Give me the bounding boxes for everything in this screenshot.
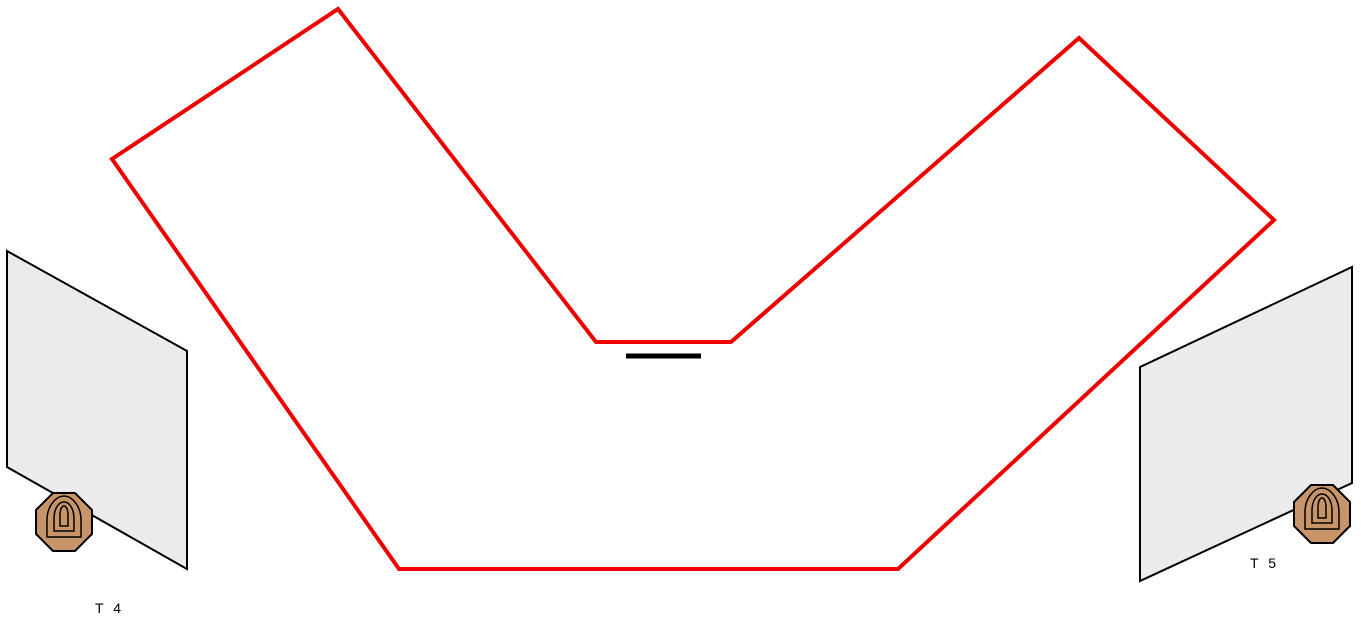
left-wall	[6, 249, 188, 571]
target-t4-inner-zone	[59, 505, 69, 527]
target-t5-label: T 5	[1250, 555, 1279, 571]
target-t5	[1293, 484, 1351, 544]
target-t4-label: T 4	[95, 600, 124, 616]
target-t4	[35, 492, 93, 552]
shooting-area-boundary	[109, 6, 1277, 571]
target-t5-inner-zone	[1317, 497, 1327, 519]
